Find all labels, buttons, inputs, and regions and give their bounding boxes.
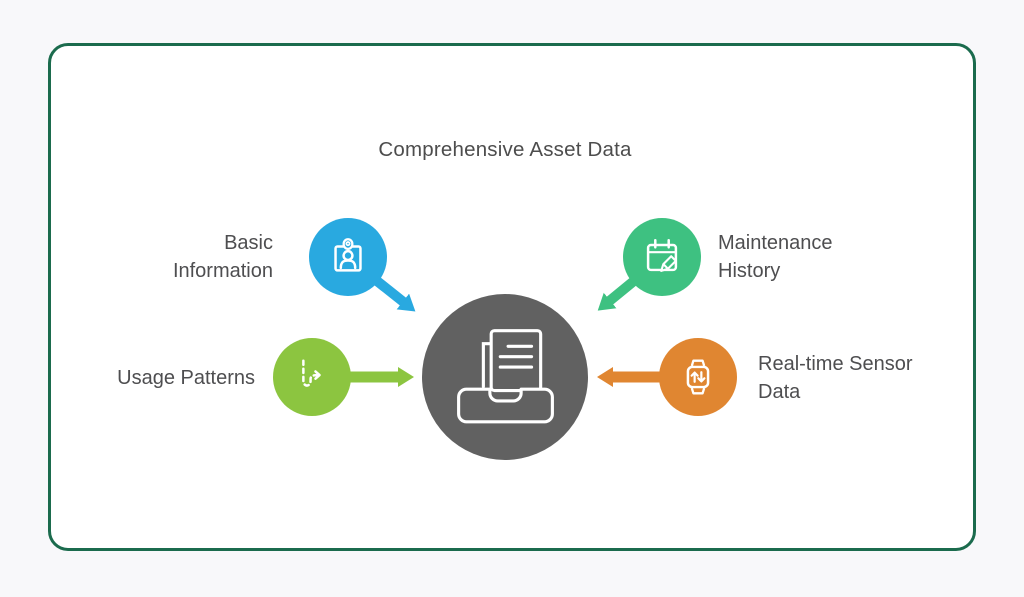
label-line: Maintenance bbox=[718, 232, 833, 254]
calendar-edit-icon bbox=[646, 238, 678, 272]
label-real-time-sensor-data: Real-time Sensor Data bbox=[758, 350, 913, 406]
node-maintenance-history bbox=[623, 218, 701, 296]
label-line: Basic bbox=[224, 232, 273, 254]
label-line: Usage Patterns bbox=[117, 367, 255, 389]
node-basic-information bbox=[309, 218, 387, 296]
label-maintenance-history: Maintenance History bbox=[718, 229, 833, 285]
node-usage-patterns bbox=[273, 338, 351, 416]
label-usage-patterns: Usage Patterns bbox=[117, 364, 255, 392]
label-line: Real-time Sensor bbox=[758, 353, 913, 375]
node-central-hub bbox=[422, 294, 588, 460]
id-badge-icon bbox=[334, 238, 362, 272]
label-line: Data bbox=[758, 381, 801, 403]
smartwatch-icon bbox=[686, 359, 710, 395]
label-line: Information bbox=[172, 260, 273, 282]
diagram-title: Comprehensive Asset Data bbox=[378, 138, 632, 161]
node-real-time-sensor-data bbox=[659, 338, 737, 416]
label-basic-information: Basic Information bbox=[173, 229, 273, 285]
inbox-documents-icon bbox=[456, 328, 554, 423]
label-line: History bbox=[718, 260, 781, 282]
dashed-path-arrow-icon bbox=[302, 359, 321, 387]
